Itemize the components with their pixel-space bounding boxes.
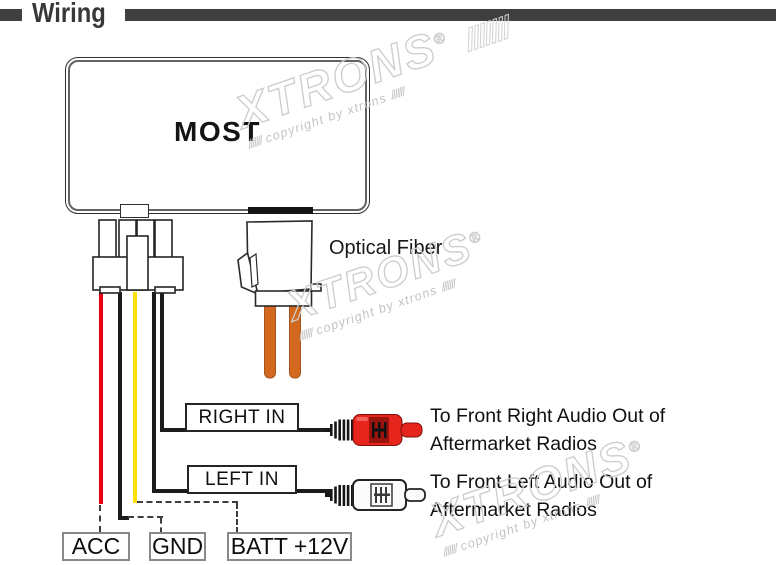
- rca-red-tip: [400, 422, 423, 438]
- left-audio-note-line1: To Front Left Audio Out of: [430, 471, 653, 493]
- right-in-label: RIGHT IN: [185, 403, 299, 432]
- most-device-box: MOST: [65, 57, 370, 214]
- page-title: Wiring: [32, 0, 106, 28]
- left-audio-wire-vertical: [152, 292, 156, 493]
- optical-fiber-label: Optical Fiber: [329, 237, 443, 259]
- battery-wire-yellow: [133, 292, 137, 503]
- harness-pin-1: [98, 219, 117, 259]
- harness-foot-right: [154, 286, 176, 294]
- ground-wire-black: [118, 292, 122, 520]
- harness-foot-left: [99, 286, 121, 294]
- optical-fiber-connector: [237, 220, 322, 379]
- acc-wire-red: [99, 292, 103, 504]
- right-audio-note-line2: Aftermarket Radios: [430, 432, 597, 455]
- optical-base: [254, 290, 313, 307]
- rca-plug-white: [325, 479, 426, 511]
- rca-white-strain-relief: [330, 485, 354, 506]
- optical-latch-spring: [249, 252, 259, 288]
- batt-dashed-lead-vertical: [236, 503, 238, 533]
- left-audio-note-line2: Aftermarket Radios: [430, 498, 597, 521]
- ground-wire-elbow: [120, 516, 129, 520]
- acc-dashed-lead: [99, 505, 101, 532]
- harness-center-pin: [126, 235, 149, 291]
- rca-red-strain-relief: [330, 419, 354, 441]
- batt-dashed-lead-horizontal: [137, 501, 238, 503]
- header-bar-left: [0, 9, 22, 21]
- optical-pin-right: [289, 299, 301, 379]
- optical-pin-left: [264, 299, 276, 379]
- left-audio-note: To Front Left Audio Out of Aftermarket R…: [430, 469, 652, 524]
- wire-harness-connector: [92, 219, 184, 294]
- right-audio-note-line1: To Front Right Audio Out of: [430, 405, 666, 427]
- rca-plug-red: [325, 414, 423, 446]
- right-audio-note: To Front Right Audio Out of Aftermarket …: [430, 403, 665, 458]
- most-harness-socket: [120, 204, 149, 218]
- most-device-label: MOST: [174, 116, 261, 147]
- batt-label: BATT +12V: [227, 532, 352, 561]
- most-device-inner-border: [68, 60, 367, 211]
- header-bar-right: [125, 9, 776, 21]
- gnd-label: GND: [149, 532, 206, 561]
- acc-label: ACC: [62, 532, 130, 561]
- gnd-dashed-lead-horizontal: [128, 516, 163, 518]
- rca-white-tip: [404, 488, 426, 502]
- left-in-label: LEFT IN: [187, 465, 297, 494]
- right-audio-wire-vertical: [160, 292, 164, 432]
- gnd-dashed-lead-vertical: [160, 518, 162, 533]
- harness-pin-4: [154, 219, 173, 259]
- most-optical-port: [248, 207, 313, 214]
